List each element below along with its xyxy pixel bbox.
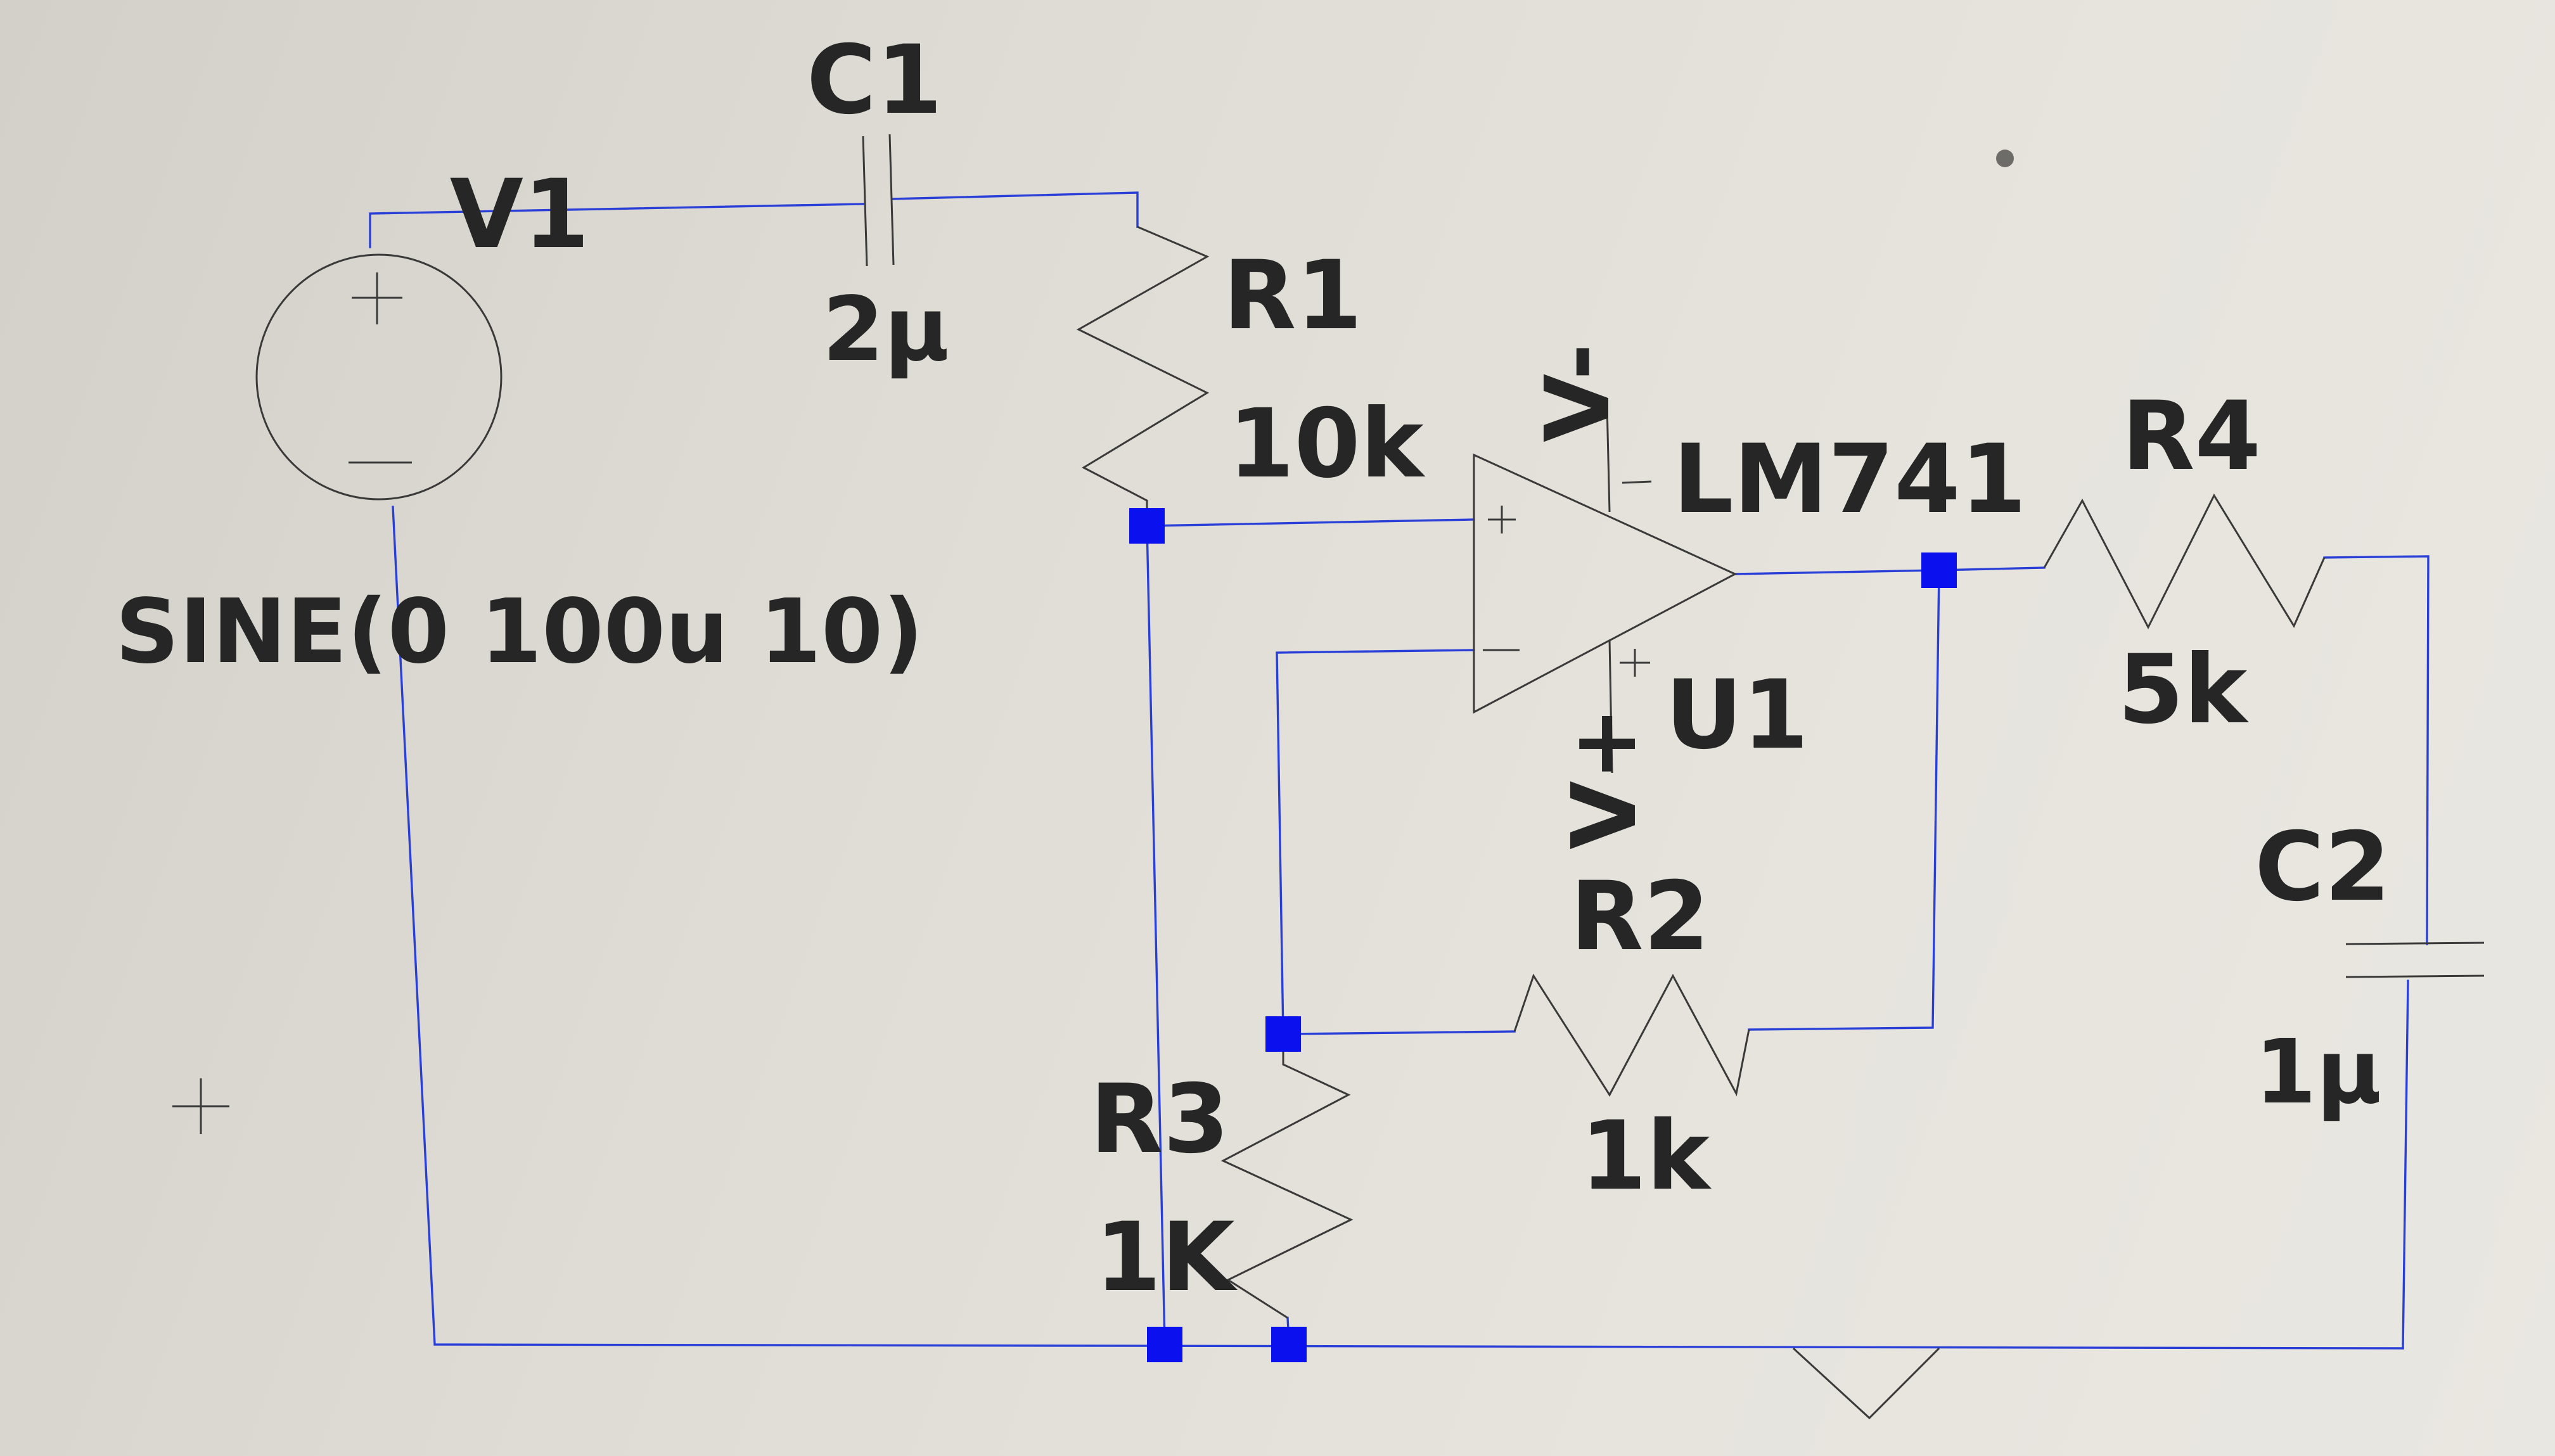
capacitor-plate-left — [862, 136, 868, 267]
junction-nodes — [1129, 508, 1957, 1362]
wire-r1-to-ground[interactable] — [1146, 525, 1166, 1344]
junction-node-output[interactable] — [1921, 552, 1957, 588]
label-u1-name: U1 — [1665, 660, 1809, 770]
resistor-r1[interactable] — [1076, 226, 1210, 526]
label-r2-name: R2 — [1570, 862, 1710, 972]
capacitor-plate-right — [888, 134, 895, 265]
wire-inverting-node[interactable] — [1276, 649, 1475, 1035]
label-c1-value: 2μ — [823, 278, 949, 381]
label-r4-name: R4 — [2122, 381, 2261, 492]
label-v1-name: V1 — [450, 160, 589, 270]
label-c2-value: 1μ — [2255, 1021, 2381, 1124]
label-r1-value: 10k — [1228, 389, 1426, 499]
capacitor-c1[interactable] — [862, 134, 895, 267]
capacitor-plate-top — [2345, 942, 2485, 945]
ground-symbol[interactable] — [1792, 1347, 1940, 1420]
capacitor-plate-bottom — [2345, 974, 2485, 978]
vneg-pin — [1606, 405, 1611, 513]
labels: C1 2μ V1 SINE(0 100u 10) R1 10k LM741 U1… — [115, 25, 2390, 1313]
wire-v1-ground[interactable] — [392, 506, 2404, 1350]
label-u1-vneg: V- — [1527, 343, 1630, 442]
ground-icon — [1792, 1347, 1940, 1420]
voltage-source-v1[interactable] — [255, 253, 503, 501]
opamp-u1[interactable] — [1473, 405, 1738, 774]
wire-r4-c2[interactable] — [2323, 555, 2430, 945]
label-r4-value: 5k — [2118, 635, 2249, 745]
resistor-r2[interactable] — [1513, 973, 1750, 1097]
junction-node-inverting[interactable] — [1265, 1016, 1301, 1052]
label-c1-name: C1 — [807, 25, 942, 136]
voltage-source-circle — [255, 253, 503, 501]
capacitor-c2[interactable] — [2345, 942, 2485, 978]
resistor-zigzag — [2043, 493, 2326, 630]
label-r1-name: R1 — [1223, 241, 1362, 351]
wire-opamp-output[interactable] — [1734, 569, 1940, 575]
junction-node-r1[interactable] — [1129, 508, 1165, 544]
resistor-zigzag — [1076, 226, 1210, 526]
resistor-r3[interactable] — [1220, 1034, 1354, 1319]
wire-node-r2[interactable] — [1282, 1030, 1516, 1035]
label-u1-vpos: V+ — [1553, 706, 1656, 850]
wire-c2-ground[interactable] — [2402, 980, 2409, 1350]
label-c2-name: C2 — [2255, 812, 2390, 923]
wire-r2-output[interactable] — [1748, 569, 1940, 1031]
label-r3-value: 1K — [1095, 1203, 1238, 1313]
label-v1-value: SINE(0 100u 10) — [115, 580, 923, 684]
junction-node-ground-right[interactable] — [1271, 1327, 1307, 1362]
label-r2-value: 1k — [1580, 1101, 1712, 1211]
cursor-crosshair-icon — [172, 1078, 229, 1134]
label-r3-name: R3 — [1090, 1064, 1229, 1175]
opamp-triangle — [1473, 453, 1738, 714]
wire-r1-noninverting[interactable] — [1146, 518, 1475, 527]
label-u1-part: LM741 — [1673, 425, 2027, 535]
resistor-r4[interactable] — [2043, 493, 2326, 630]
wire-v1-c1[interactable] — [369, 203, 864, 248]
wires — [369, 191, 2430, 1350]
resistor-zigzag — [1220, 1034, 1354, 1319]
vneg-pin-minus — [1622, 480, 1652, 484]
wire-c1-r1[interactable] — [891, 191, 1139, 228]
screen-dust-speck — [1996, 150, 2014, 167]
vpos-pin — [1608, 639, 1613, 774]
resistor-zigzag — [1513, 973, 1750, 1097]
junction-node-ground-left[interactable] — [1147, 1327, 1182, 1362]
